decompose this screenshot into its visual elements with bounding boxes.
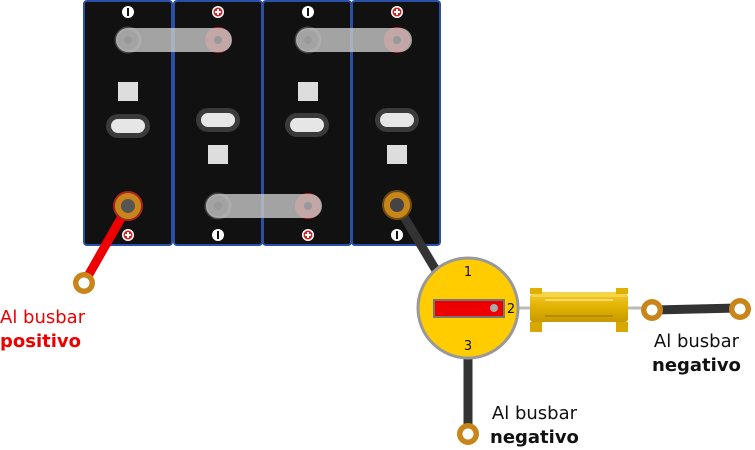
cell-1-top-minus-icon: [122, 6, 134, 18]
negative-busbar-switch-label: Al busbar negativo: [490, 402, 579, 450]
positive-busbar-label-line2: positivo: [0, 331, 82, 352]
negative-busbar-switch-label-line2: negativo: [490, 427, 579, 448]
negative-busbar-resistor-label-line1: Al busbar: [653, 331, 740, 352]
cell-3-top-minus-icon: [302, 6, 314, 18]
cell-4: [351, 0, 441, 246]
cell-1-bottom-plus-icon: [122, 229, 134, 241]
negative-busbar-resistor-label-line2: negativo: [652, 355, 741, 376]
positive-busbar-label-line1: Al busbar: [0, 307, 86, 328]
switch-pin-3-label: 3: [464, 339, 472, 354]
selector-switch: 1 2 3: [416, 256, 520, 360]
cell-1: [83, 0, 173, 246]
negative-busbar-resistor-label: Al busbar negativo: [652, 330, 741, 378]
busbar-cell2-cell3: [206, 194, 322, 218]
cell-4-bottom-minus-icon: [391, 229, 403, 241]
resistor-ring-terminal-left-icon: [641, 299, 663, 321]
positive-ring-terminal-icon: [73, 272, 95, 294]
cell-4-top-plus-icon: [391, 6, 403, 18]
busbar-cell3-cell4: [296, 28, 412, 52]
switch-pin-1-label: 1: [464, 265, 472, 280]
busbar-cell1-cell2: [116, 28, 232, 52]
negative-busbar-switch-label-line1: Al busbar: [491, 403, 578, 424]
switch-pin-2-label: 2: [507, 302, 515, 317]
resistor-ring-terminal-right-icon: [729, 298, 751, 320]
cell-1-bottom-ring-terminal-icon: [113, 191, 143, 221]
negative-wire-resistor: [649, 303, 743, 315]
positive-busbar-label: Al busbar positivo: [0, 306, 85, 354]
cell-2-bottom-minus-icon: [212, 229, 224, 241]
cell-3-bottom-plus-icon: [302, 229, 314, 241]
cell-4-bottom-ring-terminal-icon: [382, 190, 412, 220]
cell-2-top-plus-icon: [212, 6, 224, 18]
power-resistor: [530, 288, 628, 332]
switch-pin3-ring-terminal-icon: [457, 423, 479, 445]
